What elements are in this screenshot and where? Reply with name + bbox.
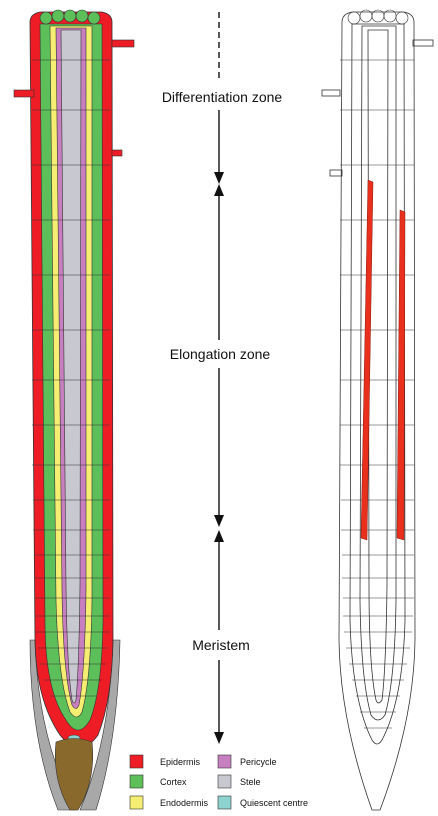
- legend-label-stele: Stele: [240, 777, 261, 787]
- legend-swatch-epidermis: [130, 755, 143, 768]
- legend-label-quiescent: Quiescent centre: [240, 798, 308, 808]
- legend-label-epidermis: Epidermis: [160, 757, 201, 767]
- legend-label-endodermis: Endodermis: [160, 798, 209, 808]
- root-hair: [14, 90, 34, 97]
- zone-label-differentiation: Differentiation zone: [162, 89, 283, 105]
- outline-root: [322, 10, 433, 810]
- outline-root-hair: [330, 170, 342, 176]
- legend-swatch-quiescent: [218, 796, 231, 809]
- legend-swatch-stele: [218, 775, 231, 788]
- outline-root-hair: [322, 90, 340, 96]
- legend-swatch-pericycle: [218, 755, 231, 768]
- legend-swatch-cortex: [130, 775, 143, 788]
- root-hair: [112, 150, 122, 156]
- legend-swatch-endodermis: [130, 796, 143, 809]
- legend: Epidermis Pericycle Cortex Stele Endoder…: [130, 755, 308, 809]
- zone-arrows: [214, 12, 224, 744]
- colored-root: [14, 10, 134, 810]
- legend-label-pericycle: Pericycle: [240, 757, 277, 767]
- legend-label-cortex: Cortex: [160, 777, 187, 787]
- zone-label-elongation: Elongation zone: [170, 346, 271, 362]
- zone-label-meristem: Meristem: [192, 637, 250, 653]
- root-hair: [112, 40, 134, 47]
- outline-root-hair: [413, 40, 433, 46]
